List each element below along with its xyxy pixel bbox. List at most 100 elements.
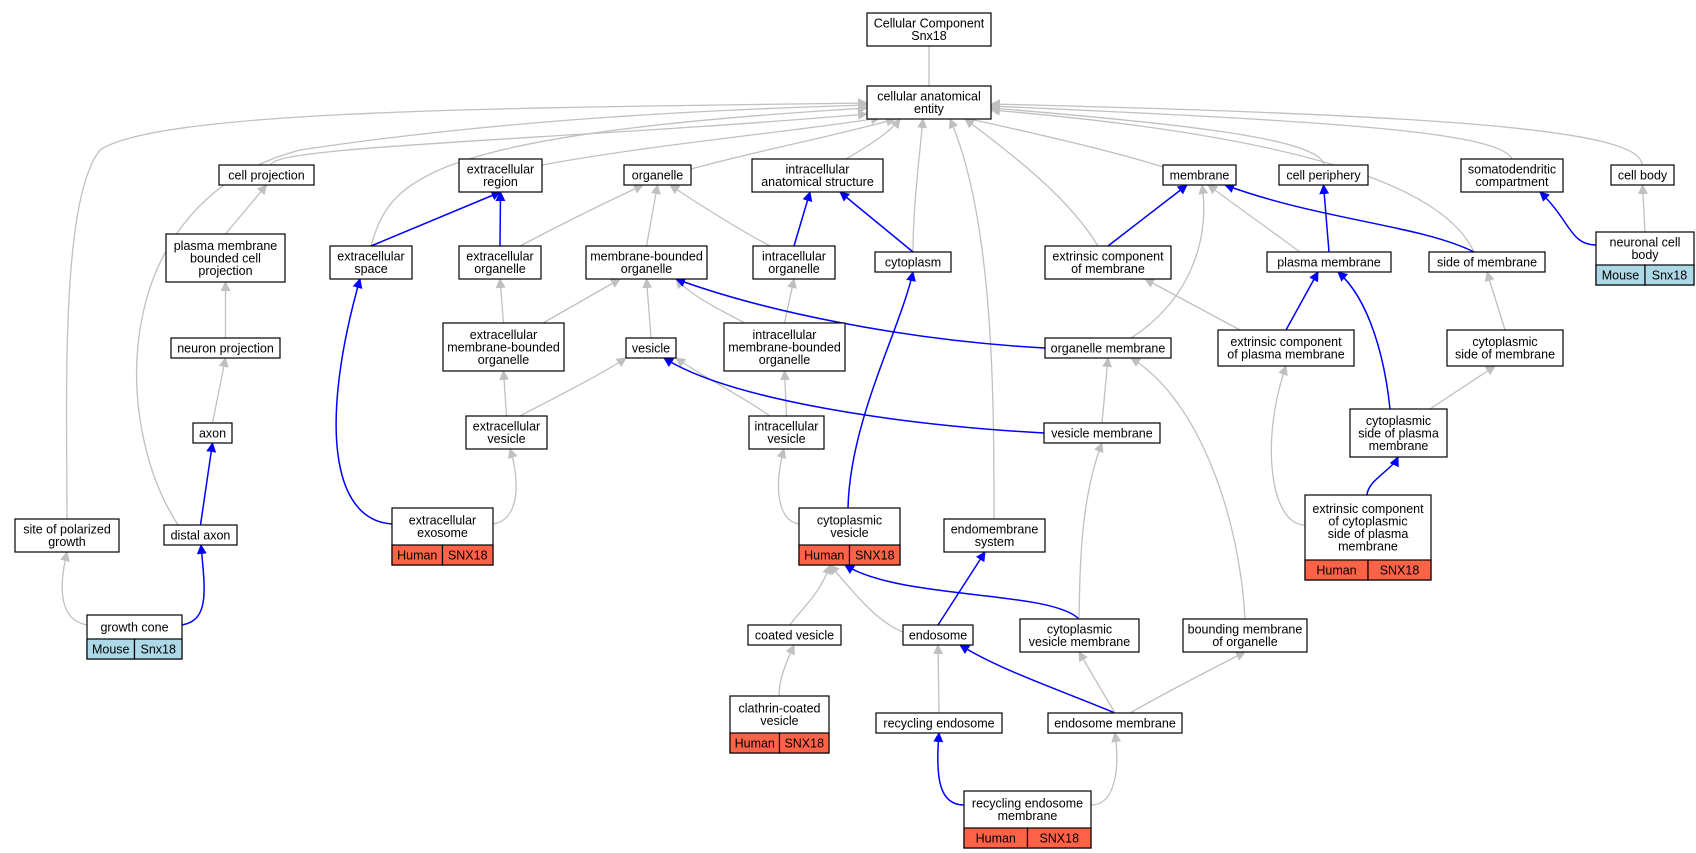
node-label-line: endosome membrane <box>1054 716 1176 730</box>
edge-distalaxon-to-axon <box>199 442 217 526</box>
gene-cell <box>1367 559 1432 581</box>
node-label-line: membrane <box>1170 168 1230 182</box>
edge-coatedves-to-cytovesicle <box>789 564 832 626</box>
node-membrane[interactable]: membrane <box>1162 164 1237 186</box>
edge-endomemsys-to-cae <box>949 118 995 520</box>
node-plasmamem[interactable]: plasma membrane <box>1266 251 1392 273</box>
node-coatedves[interactable]: coated vesicle <box>747 624 842 646</box>
node-label-line: plasma membrane <box>174 239 278 253</box>
node-box <box>192 422 233 444</box>
node-label-line: projection <box>198 264 252 278</box>
node-recendosome[interactable]: recycling endosome <box>875 712 1003 734</box>
node-label-line: membrane-bounded <box>728 340 841 354</box>
edge-vesmem-to-orgmem <box>1101 357 1113 424</box>
node-label-line: somatodendritic <box>1468 163 1556 177</box>
node-cytoplasm[interactable]: cytoplasm <box>874 251 952 273</box>
edge-vesicle-to-mbo <box>642 278 653 339</box>
edge-distalaxon-to-cae <box>135 100 868 526</box>
node-label-line: recycling endosome <box>883 716 994 730</box>
node-vesicle[interactable]: vesicle <box>625 337 677 359</box>
node-label-line: intracellular <box>786 163 850 177</box>
edge-recendomem-to-endosomemem <box>1090 732 1122 806</box>
node-orgmem[interactable]: organelle membrane <box>1044 337 1172 359</box>
node-label-line: organelle <box>478 353 529 367</box>
node-cellperiph[interactable]: cell periphery <box>1278 164 1369 186</box>
node-label-line: vesicle <box>767 432 805 446</box>
node-cellproj[interactable]: cell projection <box>218 164 315 186</box>
node-label-line: intracellular <box>755 420 819 434</box>
node-label-line: recycling endosome <box>972 797 1083 811</box>
node-neuronproj[interactable]: neuron projection <box>170 337 281 359</box>
node-box <box>747 624 842 646</box>
node-label-line: side of plasma <box>1328 527 1409 541</box>
edge-growthcone-to-sitepol <box>60 551 88 626</box>
node-endosome[interactable]: endosome <box>902 624 974 646</box>
node-label-line: extracellular <box>409 514 476 528</box>
node-label-line: organelle <box>759 353 810 367</box>
edge-somato-to-cae <box>990 101 1513 160</box>
node-label-line: plasma membrane <box>1277 255 1381 269</box>
node-box <box>165 233 286 283</box>
node-label-line: Cellular Component <box>874 17 985 31</box>
node-sideofmem[interactable]: side of membrane <box>1428 251 1546 273</box>
species-label: Mouse <box>1602 268 1640 282</box>
node-box <box>1019 618 1140 653</box>
node-organelle[interactable]: organelle <box>623 164 692 186</box>
node-cellbody[interactable]: cell body <box>1610 164 1675 186</box>
node-box <box>1278 164 1369 186</box>
node-endosomemem[interactable]: endosome membrane <box>1047 712 1183 734</box>
node-label-line: cell body <box>1618 168 1668 182</box>
node-axon[interactable]: axon <box>192 422 233 444</box>
edge-ecmbo-to-ecorg <box>495 278 506 324</box>
node-distalaxon[interactable]: distal axon <box>163 524 238 546</box>
edge-cytosidepm-to-cytosidemem <box>1429 365 1496 410</box>
node-box <box>1428 251 1546 273</box>
species-label: Human <box>397 548 437 562</box>
node-label-line: intracellular <box>762 250 826 264</box>
node-label-line: vesicle <box>760 714 798 728</box>
node-label-line: cellular anatomical <box>877 90 981 104</box>
gene-cell <box>1644 264 1695 286</box>
edge-extcomppm-to-extcompmem <box>1144 278 1241 331</box>
node-label-line: extracellular <box>467 163 534 177</box>
node-label-line: region <box>483 175 518 189</box>
node-label-line: membrane <box>1369 439 1429 453</box>
node-box <box>751 158 884 193</box>
node-vesmem[interactable]: vesicle membrane <box>1043 422 1161 444</box>
edge-ecexosome-to-ecspace <box>335 278 393 525</box>
node-label-line: cytoplasmic <box>1366 414 1431 428</box>
node-label-line: axon <box>199 426 226 440</box>
edge-extcompcspm-to-extcomppm <box>1270 365 1306 526</box>
node-box <box>442 322 565 372</box>
